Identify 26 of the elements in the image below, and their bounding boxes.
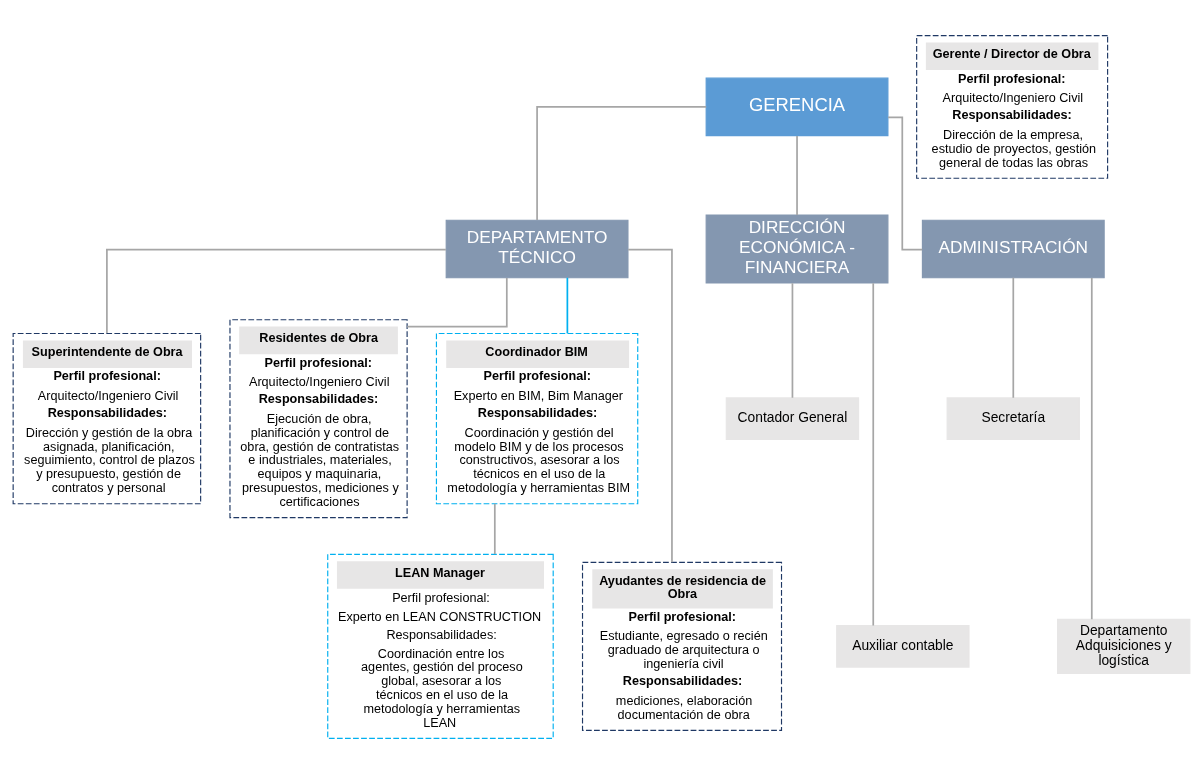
node-box: Residentes de Obra Perfil profesional: Arquitecto/Ingeniero Civil Responsabilidades: Ejecución de obra, planificación y control de obra, gestión de contratistas e industriales, materiales, equipos y maquinaria, presupuestos, mediciones y certificaciones (229, 319, 408, 519)
connector (536, 106, 707, 221)
node-box: Superintendente de Obra Perfil profesional: Arquitecto/Ingeniero Civil Responsabilidades: Dirección y gestión de la obra asignada, planificación, seguimiento, control de plazos y presupuesto, gestión de contratos y personal (12, 332, 202, 505)
connector (887, 116, 923, 251)
node-box: Ayudantes de residencia de Obra Perfil profesional: Estudiante, egresado o recién graduado de arquitectura o ingeniería civil Responsabilidades: mediciones, elaboración documentación de obra (581, 561, 783, 731)
connector (872, 282, 875, 627)
node-box: Contador General (725, 397, 860, 440)
node-box: Gerente / Director de Obra Perfil profesional: Arquitecto/Ingeniero Civil Responsabilidades: Dirección de la empresa, estudio de proyectos, gestión general de todas las obras (916, 35, 1109, 179)
node-box: Coordinador BIM Perfil profesional: Experto en BIM, Bim Manager Responsabilidades: Coordinación y gestión del modelo BIM y de los procesos constructivos, asesorar a los técnicos en el uso de la metodología y herramientas BIM (435, 332, 639, 505)
connector (1090, 277, 1093, 621)
node-box: Departamento Adquisiciones y logística (1057, 618, 1191, 674)
connector (627, 248, 673, 564)
node-box: DIRECCIÓN ECONÓMICA - FINANCIERA (705, 214, 889, 284)
connector (1012, 276, 1015, 399)
connector (406, 277, 508, 328)
connector (106, 248, 447, 334)
node-box: GERENCIA (705, 77, 889, 137)
node-box: Secretaría (946, 397, 1080, 440)
connector (566, 276, 569, 335)
connector (791, 282, 794, 399)
node-box: LEAN Manager Perfil profesional: Experto en LEAN CONSTRUCTION Responsabilidades: Coordinación entre los agentes, gestión del proceso global, asesorar a los técnicos en el uso de la metodología y herramientas LEAN (327, 553, 554, 739)
connector (493, 502, 496, 555)
node-box: Auxiliar contable (836, 625, 970, 668)
node-box: ADMINISTRACIÓN (921, 219, 1105, 279)
connector (796, 135, 798, 216)
node-box: DEPARTAMENTO TÉCNICO (445, 219, 629, 279)
